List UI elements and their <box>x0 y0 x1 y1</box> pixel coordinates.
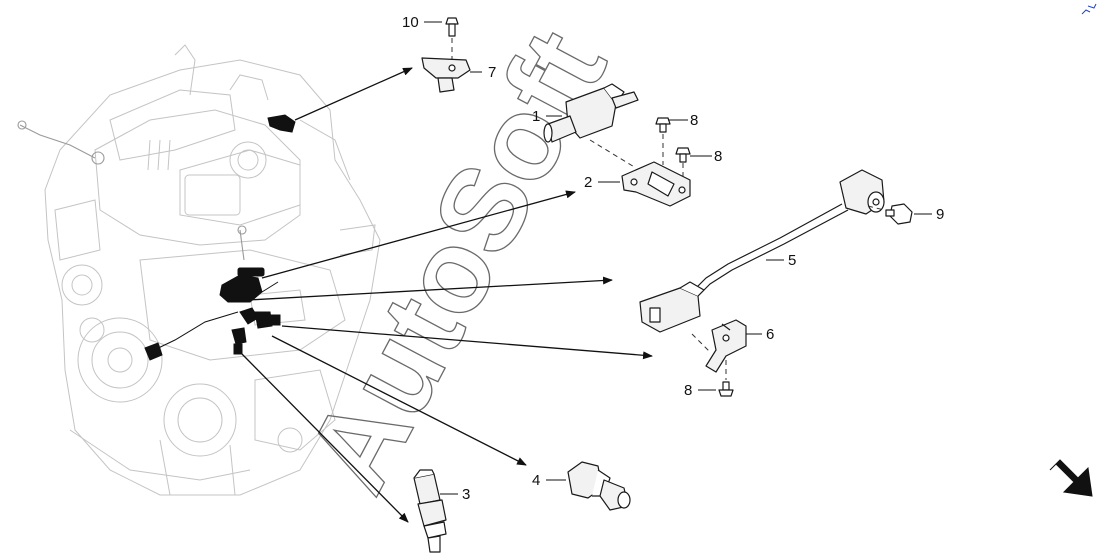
part-9-bolt: 9 <box>867 203 944 225</box>
arrow-to-part-3 <box>239 351 409 523</box>
corner-mark <box>1081 3 1097 15</box>
installed-components <box>144 114 296 361</box>
part-10-bolt: 10 <box>402 14 459 62</box>
part-8-bolt-middle: 8 <box>675 147 722 180</box>
part-8-bolt-lower: 8 <box>684 360 734 399</box>
callout-5: 5 <box>788 252 796 269</box>
part-7-sensor: 7 <box>421 57 496 93</box>
engine-assembly <box>17 44 381 496</box>
pointer-arrows <box>239 67 653 523</box>
part-1-valve: 1 <box>532 83 639 169</box>
callout-8-b: 8 <box>714 148 722 165</box>
callout-8-c: 8 <box>684 382 692 399</box>
callout-10: 10 <box>402 14 419 31</box>
part-4-sensor: 4 <box>532 461 631 511</box>
callout-9: 9 <box>936 206 944 223</box>
callout-3: 3 <box>462 486 470 503</box>
callout-1: 1 <box>532 108 540 125</box>
arrow-down-right-icon <box>1049 459 1093 497</box>
part-6-bracket: 6 <box>691 319 774 373</box>
arrow-to-part-2 <box>261 190 576 279</box>
part-2-bracket: 2 <box>584 161 691 207</box>
arrow-to-part-4 <box>271 335 527 466</box>
part-3-sensor: 3 <box>413 469 470 553</box>
watermark-text: AutoSoft <box>281 10 631 512</box>
callout-8-a: 8 <box>690 112 698 129</box>
part-5-knock-sensor: 5 <box>639 169 885 333</box>
arrow-to-part-7 <box>294 67 413 121</box>
callout-7: 7 <box>488 64 496 81</box>
arrow-to-part-6 <box>281 325 653 360</box>
part-8-bolt-upper: 8 <box>655 112 698 165</box>
callout-2: 2 <box>584 174 592 191</box>
callout-4: 4 <box>532 472 540 489</box>
arrow-to-part-5 <box>247 276 613 301</box>
callout-6: 6 <box>766 326 774 343</box>
